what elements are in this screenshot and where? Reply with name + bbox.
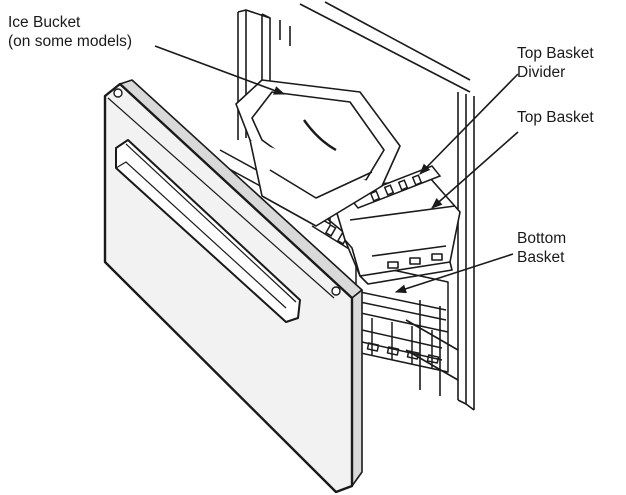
leader-ice-bucket <box>154 45 286 95</box>
label-bottom-basket-line2: Basket <box>517 249 565 266</box>
drawer-front <box>103 79 363 494</box>
label-ice-bucket-line1: Ice Bucket <box>8 14 81 31</box>
label-top-basket-divider: Top Basket Divider <box>517 44 594 82</box>
leader-bottom-basket <box>394 253 514 294</box>
label-top-basket-divider-line1: Top Basket <box>517 45 594 62</box>
label-top-basket-divider-line2: Divider <box>517 64 566 81</box>
label-bottom-basket-line1: Bottom <box>517 230 567 247</box>
leader-top-basket-divider <box>419 73 519 175</box>
leader-lines <box>154 45 519 294</box>
label-ice-bucket-line2: (on some models) <box>8 33 133 50</box>
label-top-basket-line1: Top Basket <box>517 109 594 126</box>
top-basket-divider <box>348 165 442 209</box>
label-ice-bucket: Ice Bucket (on some models) <box>8 13 132 51</box>
label-top-basket: Top Basket <box>517 108 594 127</box>
leader-top-basket <box>431 131 519 209</box>
label-bottom-basket: Bottom Basket <box>517 229 566 267</box>
ice-bucket <box>235 79 401 227</box>
